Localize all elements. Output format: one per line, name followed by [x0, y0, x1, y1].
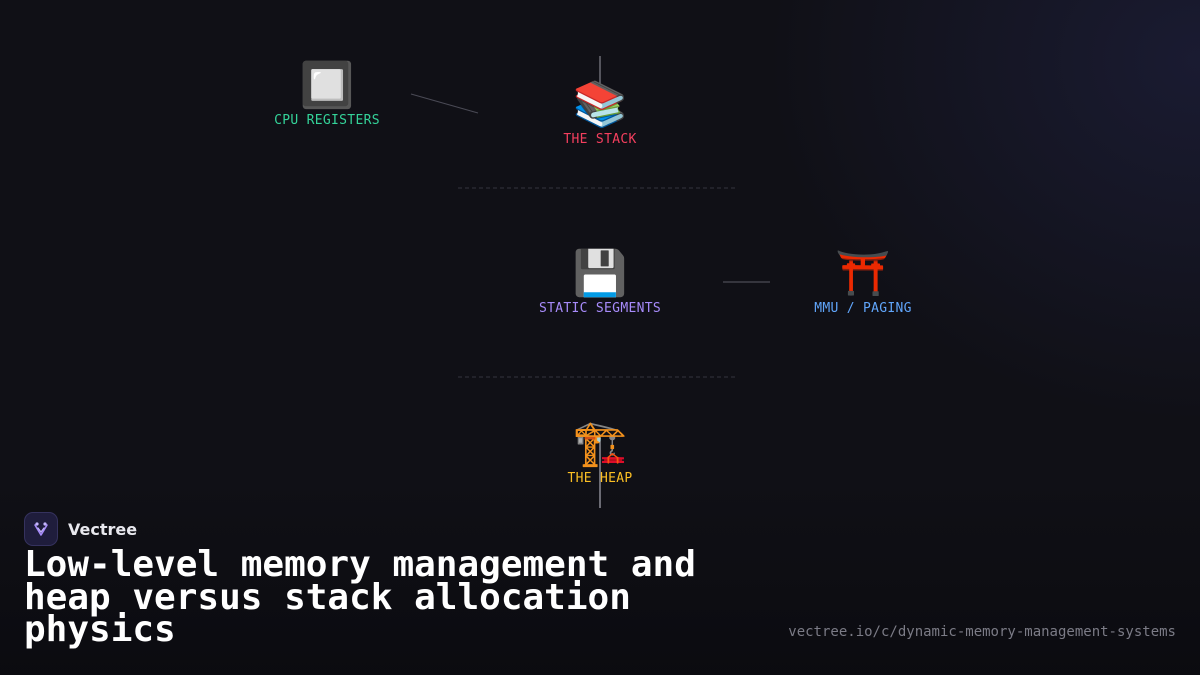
books-stack-icon: 📚 — [572, 79, 628, 130]
construction-crane-icon: 🏗️ — [572, 418, 628, 469]
brand[interactable]: Vectree — [24, 512, 137, 546]
cpu-chip-icon: 🔲 — [299, 60, 355, 111]
node-label: THE HEAP — [567, 471, 633, 486]
torii-gate-icon: ⛩️ — [835, 248, 891, 299]
node-label: CPU REGISTERS — [274, 113, 380, 128]
cpu-stack-connector — [410, 93, 479, 114]
floppy-disk-icon: 💾 — [572, 248, 628, 299]
vectree-logo-icon — [24, 512, 58, 546]
node-static-segments: 💾 STATIC SEGMENTS — [539, 249, 661, 317]
node-the-stack: 📚 THE STACK — [563, 80, 636, 148]
node-label: THE STACK — [563, 132, 637, 147]
node-cpu-registers: 🔲 CPU REGISTERS — [274, 61, 380, 129]
node-label: STATIC SEGMENTS — [539, 301, 661, 316]
brand-name: Vectree — [68, 519, 138, 539]
node-label: MMU / PAGING — [814, 301, 912, 316]
node-the-heap: 🏗️ THE HEAP — [567, 419, 632, 487]
node-mmu-paging: ⛩️ MMU / PAGING — [814, 249, 912, 317]
source-url[interactable]: vectree.io/c/dynamic-memory-management-s… — [788, 624, 1176, 640]
page-title: Low-level memory management and heap ver… — [24, 544, 696, 650]
